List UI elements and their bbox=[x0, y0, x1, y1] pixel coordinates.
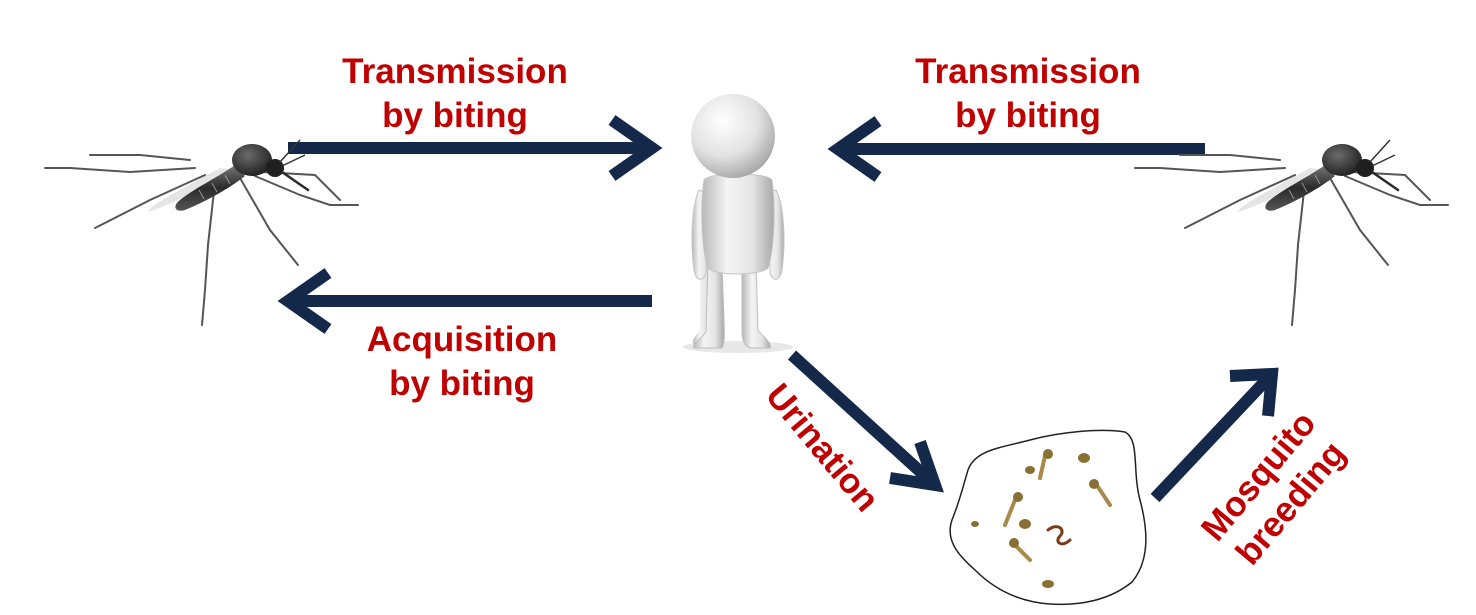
label-transmission-right: Transmission by biting bbox=[915, 50, 1141, 138]
larvae-puddle-icon bbox=[949, 429, 1147, 606]
label-line-1: Transmission bbox=[342, 52, 568, 91]
arrow-urination bbox=[787, 350, 944, 493]
human-figure-icon bbox=[683, 94, 793, 353]
label-acquisition: Acquisition by biting bbox=[367, 318, 558, 406]
arrow-mosquito-breeding bbox=[1150, 367, 1279, 503]
mosquito-right-icon bbox=[1133, 138, 1450, 327]
label-line-2: by biting bbox=[955, 96, 1101, 135]
label-line-2: by biting bbox=[382, 96, 528, 135]
label-line-1: Transmission bbox=[915, 52, 1141, 91]
label-line-2: by biting bbox=[389, 364, 535, 403]
label-line-1: Acquisition bbox=[366, 320, 558, 359]
arrow-acquisition bbox=[277, 268, 652, 334]
arrow-transmission-right bbox=[827, 116, 1205, 182]
label-transmission-left: Transmission by biting bbox=[342, 50, 568, 138]
arrow-transmission-left bbox=[288, 115, 663, 181]
